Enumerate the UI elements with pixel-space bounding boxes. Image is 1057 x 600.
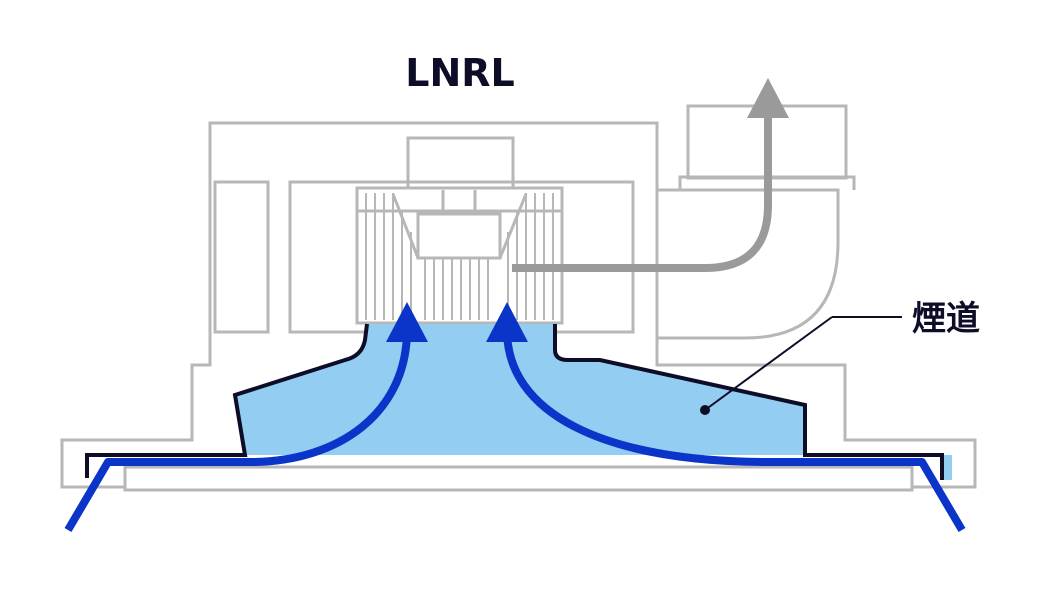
intake-flow-line bbox=[64, 329, 411, 533]
flue-area bbox=[235, 324, 952, 480]
fan-hub bbox=[416, 212, 502, 260]
housing-left-cavity bbox=[213, 180, 270, 334]
exhaust-arrow-head-icon bbox=[747, 78, 789, 118]
flue-leader-dot-icon bbox=[700, 405, 710, 415]
flue-label: 煙道 bbox=[912, 299, 980, 339]
intake-flow-line-right bbox=[503, 329, 966, 533]
flue-leader-line bbox=[704, 316, 833, 411]
sirocco-fan bbox=[355, 186, 564, 325]
fan-cone-right bbox=[498, 193, 528, 259]
intake-left-arrow-head-icon bbox=[386, 302, 428, 342]
fan-blades bbox=[365, 193, 554, 320]
fan-cone-left bbox=[391, 193, 420, 259]
duct-elbow bbox=[657, 188, 840, 340]
intake-right-arrow-head-icon bbox=[486, 302, 528, 342]
filter-plate bbox=[123, 465, 914, 492]
diagram-title: LNRL bbox=[405, 51, 515, 95]
flue-outline bbox=[85, 323, 944, 480]
housing-body bbox=[60, 121, 977, 489]
exhaust-flow-line bbox=[512, 110, 772, 272]
